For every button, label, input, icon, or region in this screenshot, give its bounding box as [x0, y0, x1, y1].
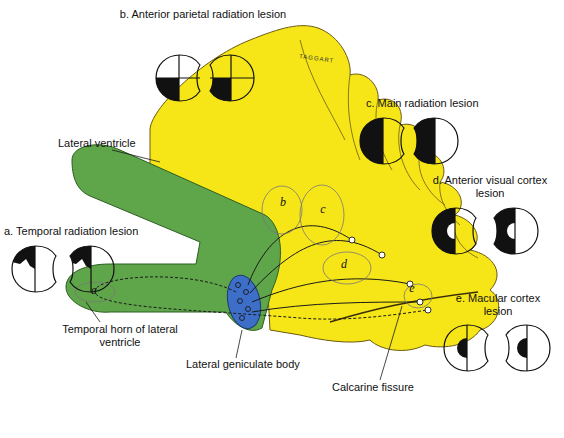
structure-label: Calcarine fissure: [332, 381, 452, 394]
lgb-cells: [236, 283, 251, 321]
lesion-caption: b. Anterior parietal radiation lesion: [118, 8, 288, 21]
lesion-caption: c. Main radiation lesion: [366, 97, 536, 110]
lesion-caption: a. Temporal radiation lesion: [4, 225, 164, 238]
lesion-caption: d. Anterior visual cortex lesion: [420, 174, 560, 200]
lesion-caption: e. Macular cortex lesion: [448, 292, 548, 318]
structure-label: Lateral geniculate body: [186, 358, 336, 371]
gyri-lines: [300, 40, 478, 258]
lesion-outlines: [75, 185, 432, 308]
callout-letter: b: [275, 196, 291, 209]
structure-label: Temporal horn of lateral ventricle: [60, 323, 180, 349]
lateral-geniculate-body: [223, 272, 266, 331]
radiation-endings: [349, 237, 431, 313]
structure-label: Lateral ventricle: [58, 137, 168, 150]
callout-letter: a: [86, 284, 102, 297]
visual-field-icons: [12, 55, 550, 371]
callout-letter: c: [315, 203, 331, 216]
callout-letter: d: [336, 258, 352, 271]
optic-radiations: [95, 226, 428, 319]
callout-letter: e: [404, 282, 420, 295]
